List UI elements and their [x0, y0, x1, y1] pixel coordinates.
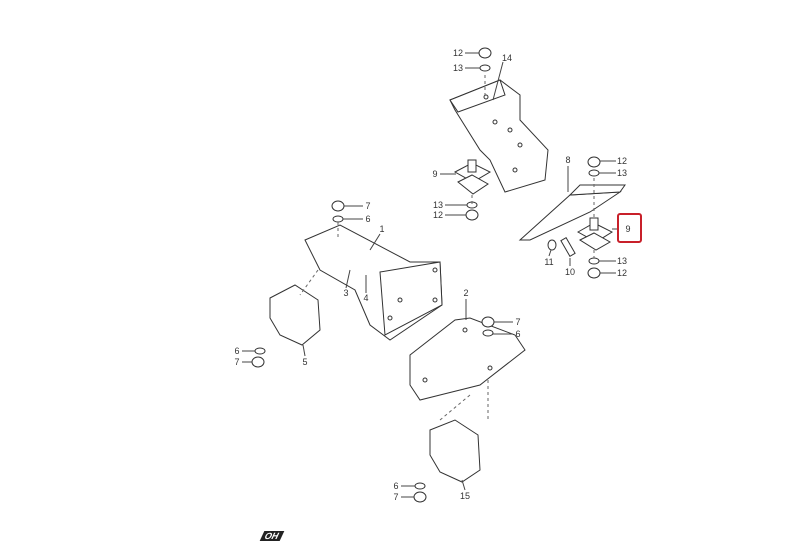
callout-12[interactable]: 12: [432, 210, 444, 220]
callout-2[interactable]: 2: [463, 288, 469, 298]
callout-5[interactable]: 5: [302, 357, 308, 367]
callout-6[interactable]: 6: [365, 214, 371, 224]
callout-7[interactable]: 7: [393, 492, 399, 502]
callout-1[interactable]: 1: [379, 224, 385, 234]
callout-11[interactable]: 11: [544, 257, 554, 267]
callout-12[interactable]: 12: [616, 156, 628, 166]
callout-3[interactable]: 3: [343, 288, 349, 298]
part-5-mount-left: [251, 284, 321, 368]
callout-10[interactable]: 10: [564, 267, 576, 277]
callout-6[interactable]: 6: [234, 346, 240, 356]
part-2-bracket: [409, 316, 526, 401]
part-15-mount-lower: [413, 419, 481, 503]
callout-4[interactable]: 4: [363, 293, 369, 303]
callout-15[interactable]: 15: [459, 491, 471, 501]
callout-12[interactable]: 12: [452, 48, 464, 58]
highlight-box[interactable]: [617, 213, 642, 243]
part-8-plate: [518, 156, 626, 279]
callout-9[interactable]: 9: [432, 169, 438, 179]
callout-7[interactable]: 7: [234, 357, 240, 367]
callout-13[interactable]: 13: [616, 168, 628, 178]
part-12-nut-top: [478, 47, 492, 72]
part-14-bracket: [449, 79, 549, 193]
callout-12[interactable]: 12: [616, 268, 628, 278]
callout-6[interactable]: 6: [515, 329, 521, 339]
callout-6[interactable]: 6: [393, 481, 399, 491]
callout-13[interactable]: 13: [432, 200, 444, 210]
callout-13[interactable]: 13: [452, 63, 464, 73]
callout-9-highlighted[interactable]: 9: [625, 224, 631, 234]
callout-7[interactable]: 7: [515, 317, 521, 327]
part-1-bracket: [304, 200, 443, 341]
callout-14[interactable]: 14: [501, 53, 513, 63]
callout-8[interactable]: 8: [565, 155, 571, 165]
callout-13[interactable]: 13: [616, 256, 628, 266]
callout-7[interactable]: 7: [365, 201, 371, 211]
part-9-mount-upper: [453, 159, 492, 221]
